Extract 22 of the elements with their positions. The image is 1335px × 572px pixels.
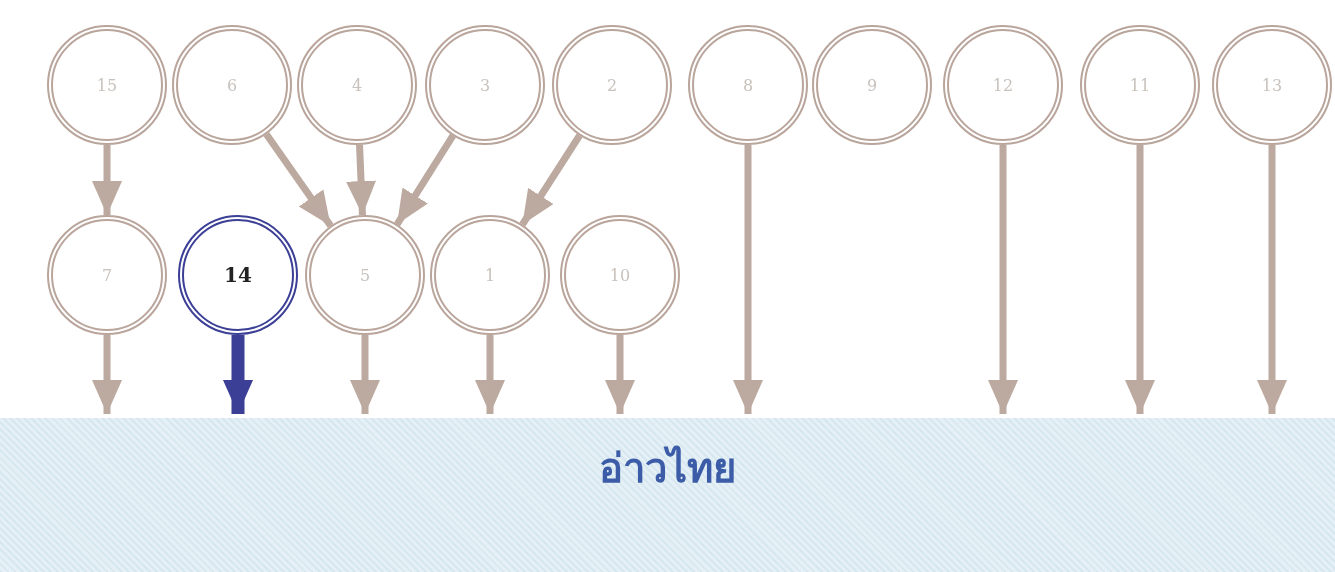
number-circle: 4 xyxy=(297,25,417,145)
arrow xyxy=(519,133,583,227)
number-circle: 9 xyxy=(812,25,932,145)
number-circle: 1 xyxy=(430,215,550,335)
number-circle: 3 xyxy=(425,25,545,145)
arrow xyxy=(263,132,334,228)
sea-band: อ่าวไทย xyxy=(0,418,1335,572)
arrow xyxy=(346,144,377,216)
number-circle: 6 xyxy=(172,25,292,145)
number-circle: 15 xyxy=(47,25,167,145)
number-circle: 13 xyxy=(1212,25,1332,145)
number-circle: 10 xyxy=(560,215,680,335)
number-circle: 12 xyxy=(943,25,1063,145)
number-circle: 7 xyxy=(47,215,167,335)
number-circle: 2 xyxy=(552,25,672,145)
arrow xyxy=(394,133,456,227)
arrow xyxy=(223,335,253,414)
number-circle: 8 xyxy=(688,25,808,145)
number-circle: 5 xyxy=(305,215,425,335)
arrow xyxy=(92,145,122,215)
number-circle: 11 xyxy=(1080,25,1200,145)
number-circle: 14 xyxy=(178,215,298,335)
